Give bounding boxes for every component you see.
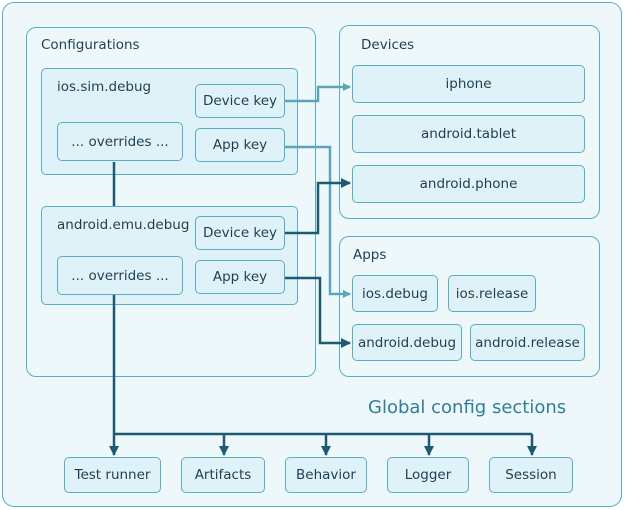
- app-ios-debug: ios.debug: [352, 275, 438, 312]
- app-android-release: android.release: [470, 324, 585, 361]
- section-behavior: Behavior: [285, 457, 367, 493]
- section-logger: Logger: [387, 457, 469, 493]
- device-android-phone: android.phone: [352, 165, 585, 203]
- ios-app-key: App key: [195, 128, 285, 162]
- android-device-key: Device key: [195, 216, 285, 250]
- device-iphone: iphone: [352, 65, 585, 103]
- app-ios-release: ios.release: [448, 275, 536, 312]
- android-app-key: App key: [195, 260, 285, 294]
- global-config-caption: Global config sections: [368, 397, 567, 418]
- device-android-tablet: android.tablet: [352, 115, 585, 153]
- devices-title: Devices: [361, 37, 415, 53]
- section-artifacts: Artifacts: [181, 457, 265, 493]
- app-android-debug: android.debug: [352, 324, 462, 361]
- apps-title: Apps: [353, 247, 387, 263]
- ios-config-name: ios.sim.debug: [57, 79, 152, 95]
- section-session: Session: [489, 457, 573, 493]
- ios-overrides-box: ... overrides ...: [57, 122, 183, 161]
- android-config-name: android.emu.debug: [57, 217, 190, 233]
- configurations-title: Configurations: [41, 37, 140, 53]
- section-test-runner: Test runner: [64, 457, 161, 493]
- android-overrides-box: ... overrides ...: [57, 256, 183, 295]
- ios-device-key: Device key: [195, 84, 285, 118]
